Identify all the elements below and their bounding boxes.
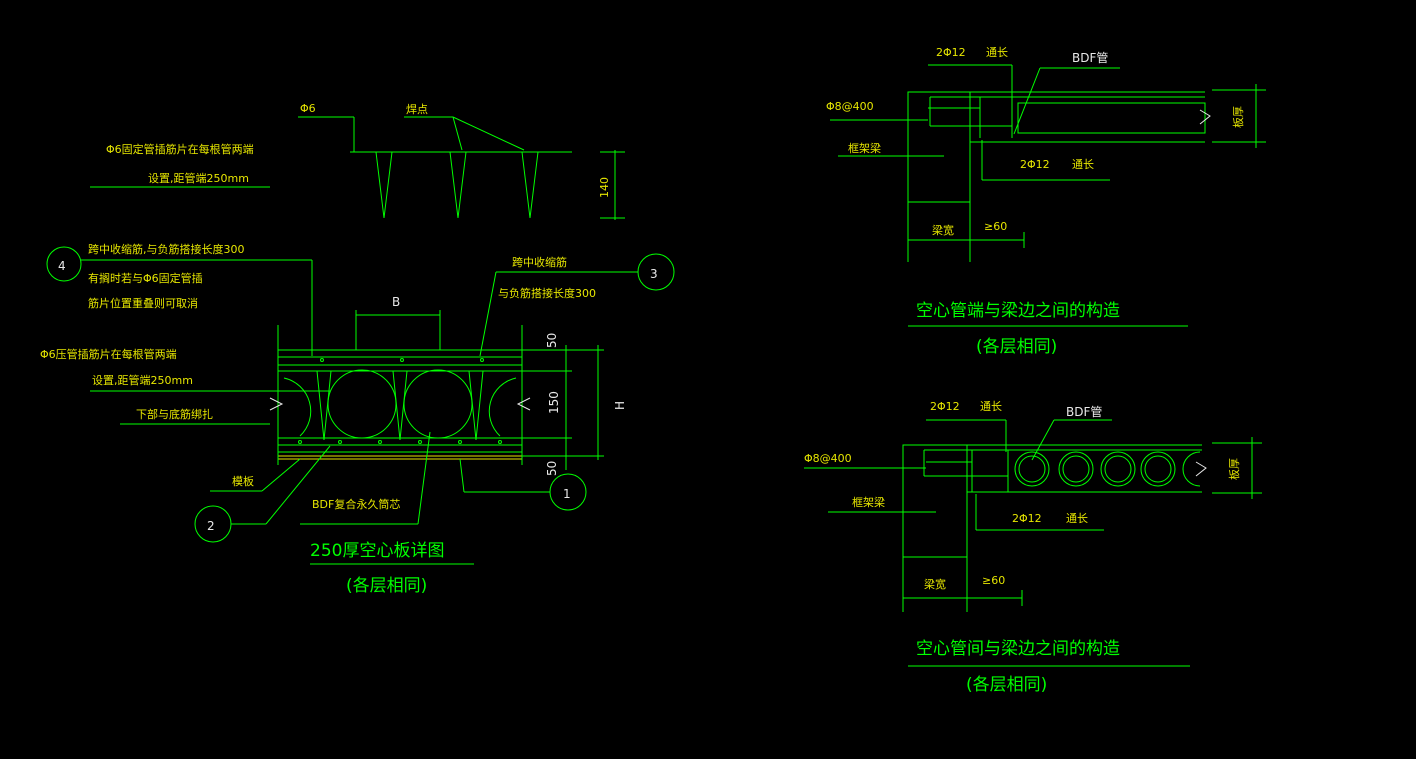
slab-section: B 50 150 50 H 4 跨中收缩筋,与负筋搭接长度300 有搁时若与Φ6…: [40, 242, 675, 596]
rt-through-bottom: 通长: [1072, 158, 1094, 171]
note4-line3: 筋片位置重叠则可取消: [88, 296, 198, 310]
note4-line1: 跨中收缩筋,与负筋搭接长度300: [88, 242, 245, 256]
rb-through-bottom: 通长: [1066, 512, 1088, 525]
note3-line1: 跨中收缩筋: [512, 255, 567, 269]
rb-frame-beam-label: 框架梁: [852, 495, 885, 509]
rb-bdf-label: BDF管: [1066, 404, 1102, 419]
rt-stirrup-label: Φ8@400: [826, 100, 874, 113]
rb-through-top: 通长: [980, 400, 1002, 413]
pin-note-line2: 设置,距管端250mm: [148, 171, 249, 185]
rt-ge60: ≥60: [984, 220, 1007, 233]
callout-2-label: 2: [207, 519, 215, 533]
phi6-label: Φ6: [300, 102, 316, 115]
callout-4: [46, 246, 82, 282]
pin-detail: Φ6 焊点 Φ6固定管插筋片在每根管两端 设置,距管端250mm 140: [90, 102, 625, 220]
dim-150: 150: [547, 391, 561, 414]
rt-bdf-label: BDF管: [1072, 50, 1108, 65]
rb-ge60: ≥60: [982, 574, 1005, 587]
rt-2phi12-top: 2Φ12: [936, 46, 966, 59]
rb-2phi12-top: 2Φ12: [930, 400, 960, 413]
left-subtitle: (各层相同): [346, 576, 427, 596]
dim-140-label: 140: [598, 177, 611, 198]
phi6-pin-note-line1: Φ6压管插筋片在每根管两端: [40, 347, 177, 361]
detail-tube-end: 2Φ12 通长 BDF管 Φ8@400 框架梁 2Φ12 通长 板厚 梁宽 ≥6…: [826, 46, 1266, 357]
rt-beam-width: 梁宽: [932, 223, 954, 237]
callout-1-label: 1: [563, 487, 571, 501]
dim-b-label: B: [392, 295, 400, 309]
weld-point-label: 焊点: [406, 102, 428, 116]
formwork-note: 模板: [232, 474, 254, 488]
rt-through-top: 通长: [986, 46, 1008, 59]
pin-note-line1: Φ6固定管插筋片在每根管两端: [106, 142, 254, 156]
note4-line2: 有搁时若与Φ6固定管插: [88, 271, 203, 285]
callout-4-label: 4: [58, 259, 66, 273]
phi6-pin-note-line2: 设置,距管端250mm: [92, 373, 193, 387]
left-title: 250厚空心板详图: [310, 541, 444, 561]
rb-title: 空心管间与梁边之间的构造: [916, 639, 1120, 659]
bdf-note: BDF复合永久筒芯: [312, 497, 400, 511]
note3-line2: 与负筋搭接长度300: [498, 286, 596, 300]
bottom-bind-note: 下部与底筋绑扎: [136, 407, 213, 421]
rt-slab-thickness: 板厚: [1231, 106, 1245, 128]
rt-subtitle: (各层相同): [976, 337, 1057, 357]
rb-2phi12-bottom: 2Φ12: [1012, 512, 1042, 525]
rt-frame-beam-label: 框架梁: [848, 141, 881, 155]
rt-2phi12-bottom: 2Φ12: [1020, 158, 1050, 171]
dim-50-bottom: 50: [545, 461, 559, 476]
rb-stirrup-label: Φ8@400: [804, 452, 852, 465]
rt-title: 空心管端与梁边之间的构造: [916, 301, 1120, 321]
dim-h: H: [613, 401, 627, 410]
rb-subtitle: (各层相同): [966, 675, 1047, 695]
rb-beam-width: 梁宽: [924, 577, 946, 591]
callout-3-label: 3: [650, 267, 658, 281]
rb-slab-thickness: 板厚: [1227, 458, 1241, 480]
detail-tube-between: 2Φ12 通长 BDF管 Φ8@400 框架梁 2Φ12 通长 板厚 梁宽 ≥6…: [804, 400, 1262, 695]
dim-50-top: 50: [545, 333, 559, 348]
